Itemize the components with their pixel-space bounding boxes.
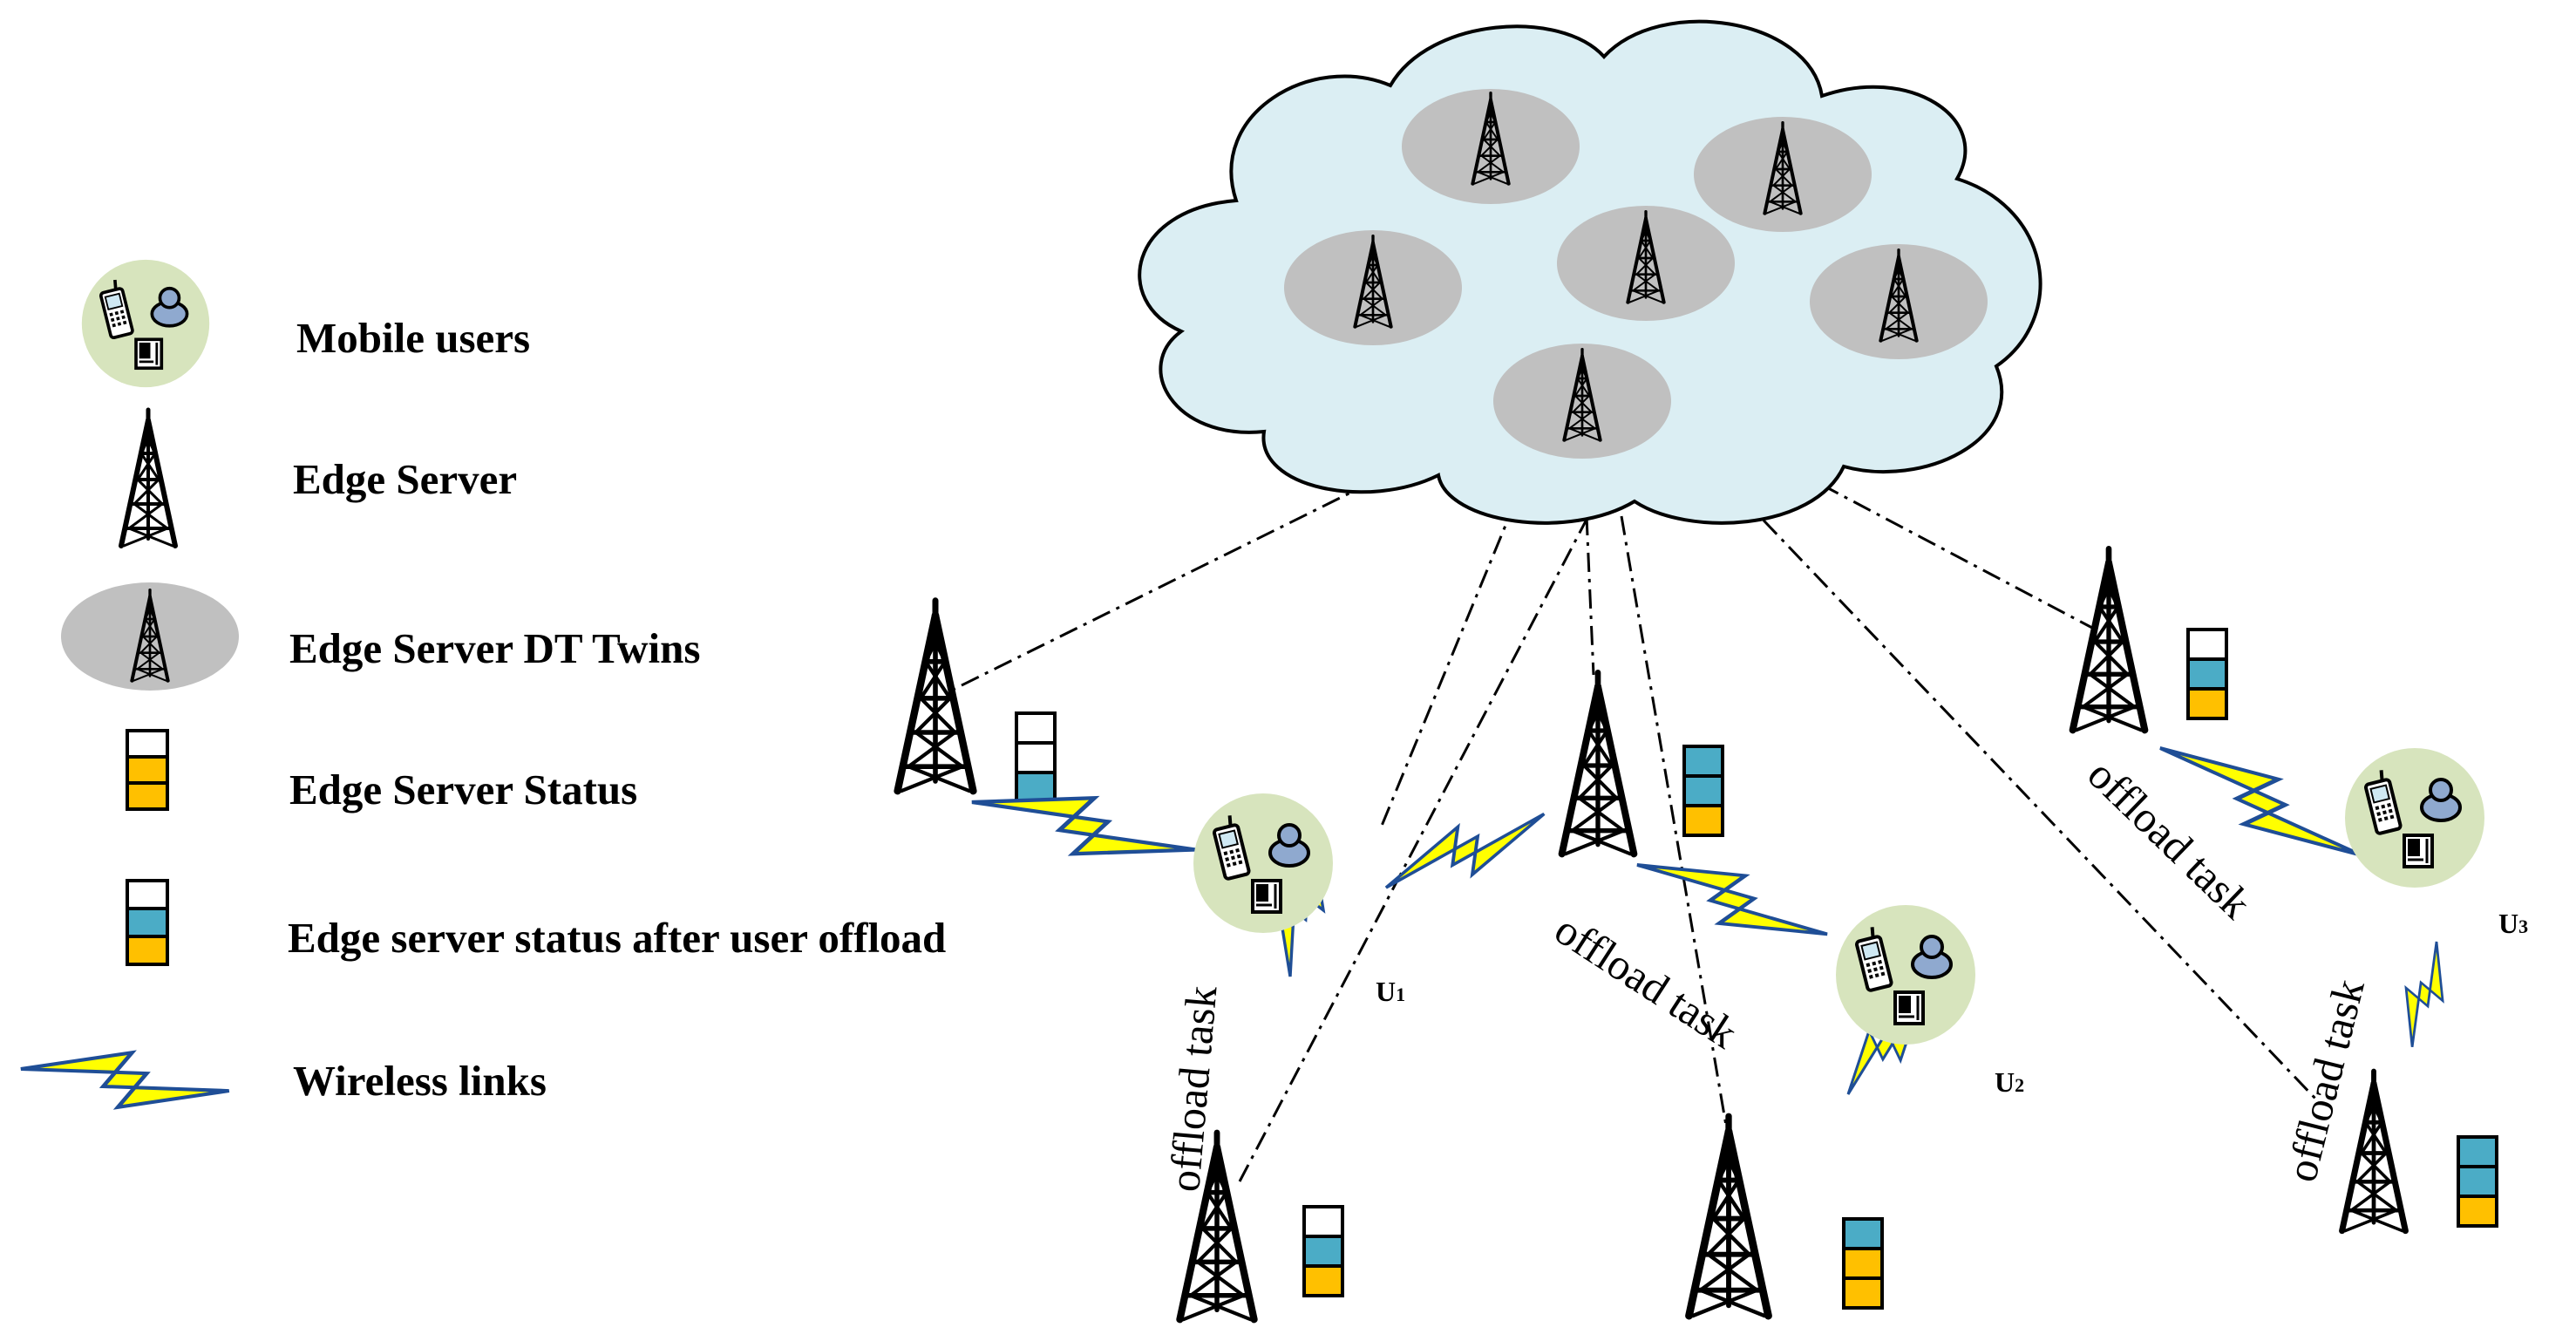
user-label-u3: U3 (2498, 908, 2528, 939)
mobile-user-u1: U1 (1192, 792, 1405, 1007)
lightning-bolt-icon (966, 773, 1201, 879)
radio-tower-icon (121, 410, 175, 546)
radio-tower-icon (2073, 548, 2145, 730)
cloud-link-tower-center (1620, 515, 1732, 1152)
status-after-offload-bottom-left (1302, 1205, 1344, 1297)
lightning-bolt-icon (1374, 789, 1557, 912)
phone-person-device-icon (1834, 903, 1977, 1046)
dt-twin-5 (1810, 244, 1988, 359)
phone-person-device-icon (80, 257, 211, 389)
cloud (1138, 19, 2042, 525)
status-after-offload-center (1682, 745, 1724, 837)
mobile-user-u3: U3 (2343, 746, 2528, 939)
legend-label-wireless-links: Wireless links (293, 1057, 547, 1105)
status-icon (126, 729, 169, 811)
legend-label-dt-twins: Edge Server DT Twins (289, 624, 700, 672)
status-after-offload-bottom-right (2457, 1135, 2498, 1228)
phone-person-device-icon (1192, 792, 1335, 935)
mobile-user-u2: U2 (1834, 903, 2024, 1098)
legend-label-edge-server: Edge Server (293, 455, 517, 503)
legend-label-server-status: Edge Server Status (289, 766, 637, 813)
legend-label-mobile-users: Mobile users (296, 314, 530, 362)
legend-label-status-after-offload: Edge server status after user offload (288, 914, 946, 962)
user-label-u2: U2 (1995, 1066, 2024, 1098)
radio-tower-icon (898, 601, 974, 791)
offload-task-label-u2: offload task (1546, 904, 1746, 1058)
legend: Mobile users Edge Server Edge Server DT … (18, 257, 946, 1119)
dt-twin-6 (1493, 344, 1671, 459)
lightning-bolt-icon (18, 1041, 232, 1119)
cloud-link-tower-left (954, 464, 1406, 691)
cloud-link-tower-bottom-left (1238, 515, 1590, 1182)
status-after-offload-right (2186, 628, 2228, 720)
dt-twin-3 (1284, 230, 1462, 345)
dt-twin-4 (1557, 206, 1735, 321)
phone-person-device-icon (2343, 746, 2486, 889)
lightning-bolt-icon (2392, 936, 2457, 1053)
radio-tower-icon (1562, 672, 1635, 854)
radio-tower-icon (2342, 1072, 2406, 1231)
status-after-offload-icon (126, 879, 169, 966)
status-after-offload-bottom-middle (1842, 1217, 1884, 1310)
user-label-u1: U1 (1376, 976, 1405, 1007)
status-after-offload-left (1015, 711, 1057, 804)
edge-servers (898, 548, 2498, 1319)
lightning-bolt-icon (1628, 840, 1836, 959)
cloud-link-tower-right (1788, 466, 2093, 630)
dt-twin-1 (1402, 89, 1580, 204)
cloud-links (954, 464, 2319, 1182)
radio-tower-icon (1689, 1116, 1769, 1316)
cloud-link-tower-bottom-right (1711, 466, 2319, 1102)
dt-twin-2 (1694, 117, 1872, 232)
cloud-link-tower-bottom-middle (1585, 515, 1595, 676)
cloud-link-u1 (1380, 501, 1517, 827)
